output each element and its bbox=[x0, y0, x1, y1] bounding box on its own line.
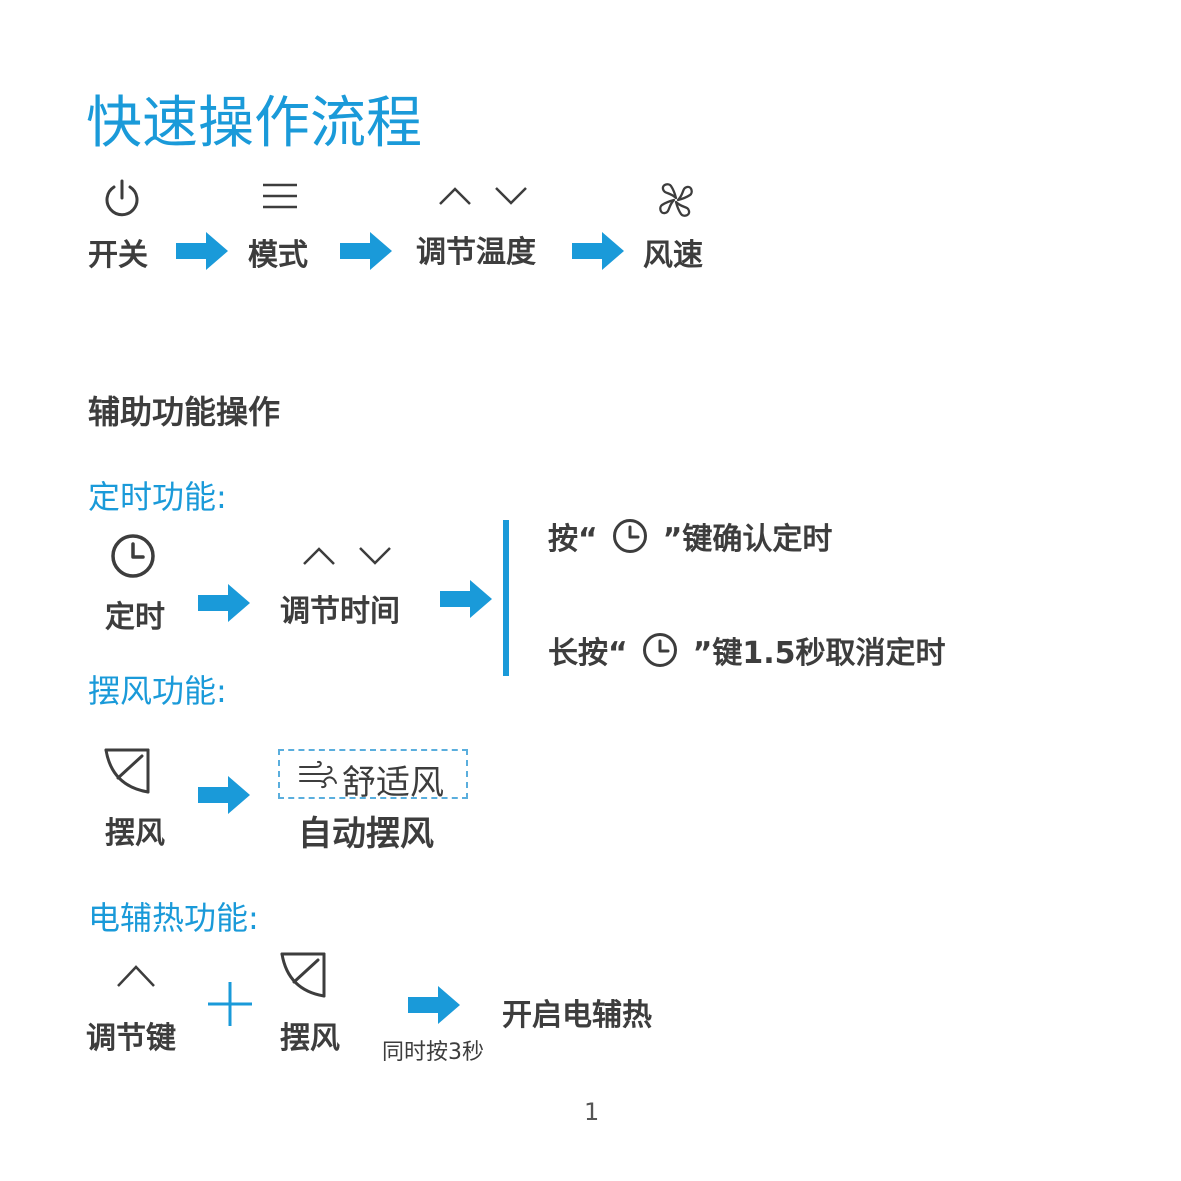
auto-swing-label: 自动摆风 bbox=[298, 814, 434, 854]
arrow-right-icon bbox=[198, 584, 250, 622]
arrow-right-icon bbox=[198, 776, 250, 814]
chevron-down-icon bbox=[494, 186, 528, 206]
arrow-right-icon bbox=[340, 232, 392, 270]
adjust-time-label: 调节时间 bbox=[280, 594, 400, 629]
swing-label: 摆风 bbox=[105, 816, 165, 851]
clock-icon bbox=[110, 533, 156, 579]
plus-icon bbox=[206, 980, 254, 1028]
swing-icon bbox=[104, 748, 150, 794]
comfort-wind-box: 舒适风 bbox=[278, 749, 468, 803]
timer-label: 定时 bbox=[105, 600, 165, 635]
heat-result: 开启电辅热 bbox=[502, 998, 652, 1033]
clock-icon bbox=[642, 632, 678, 668]
temp-label: 调节温度 bbox=[416, 235, 536, 270]
timer-cancel-post: ”键1.5秒取消定时 bbox=[692, 636, 946, 671]
page-number: 1 bbox=[584, 1098, 600, 1126]
timer-confirm: 按“ ”键确认定时 bbox=[548, 514, 832, 558]
heat-swing-label: 摆风 bbox=[280, 1021, 340, 1056]
mode-label: 模式 bbox=[248, 238, 308, 273]
timer-heading: 定时功能: bbox=[88, 478, 227, 516]
timer-cancel: 长按“ ”键1.5秒取消定时 bbox=[548, 628, 946, 672]
timer-confirm-pre: 按“ bbox=[548, 522, 598, 557]
comfort-wind-text: 舒适风 bbox=[342, 763, 444, 803]
arrow-right-icon bbox=[572, 232, 624, 270]
clock-icon bbox=[612, 518, 648, 554]
menu-icon bbox=[262, 182, 298, 212]
swing-icon bbox=[280, 952, 326, 998]
aux-title: 辅助功能操作 bbox=[88, 393, 281, 431]
timer-cancel-pre: 长按“ bbox=[548, 636, 628, 671]
chevron-up-icon bbox=[116, 964, 156, 988]
arrow-right-icon bbox=[176, 232, 228, 270]
swing-heading: 摆风功能: bbox=[88, 672, 227, 710]
hold-note: 同时按3秒 bbox=[382, 1040, 484, 1065]
fan-icon bbox=[658, 182, 694, 218]
arrow-right-icon bbox=[440, 580, 492, 618]
page-title: 快速操作流程 bbox=[86, 91, 422, 156]
fan-label: 风速 bbox=[643, 238, 703, 273]
power-label: 开关 bbox=[88, 238, 148, 273]
comfort-wind-icon bbox=[298, 760, 338, 789]
divider bbox=[503, 520, 509, 676]
timer-confirm-post: ”键确认定时 bbox=[662, 522, 833, 557]
arrow-right-icon bbox=[408, 986, 460, 1024]
heat-heading: 电辅热功能: bbox=[88, 899, 259, 937]
chevron-up-icon bbox=[438, 186, 472, 206]
chevron-up-icon bbox=[302, 546, 336, 566]
power-icon bbox=[102, 178, 142, 218]
adjust-key-label: 调节键 bbox=[86, 1021, 176, 1056]
chevron-down-icon bbox=[358, 546, 392, 566]
